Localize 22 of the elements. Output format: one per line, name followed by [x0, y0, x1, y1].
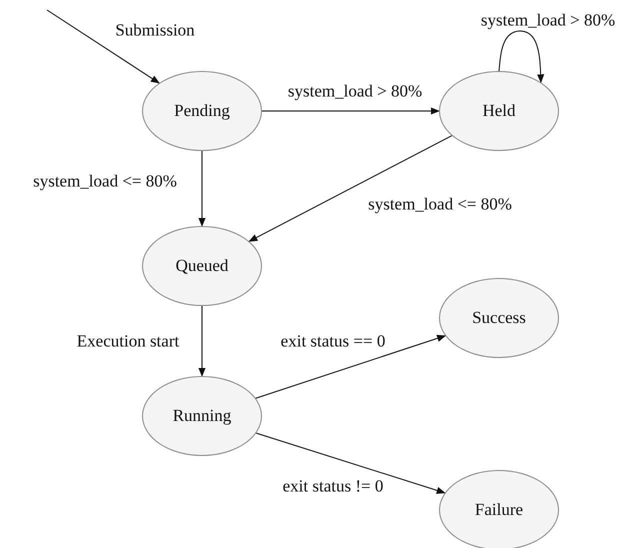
state-name: Failure [474, 500, 524, 520]
transition-arrow [198, 150, 206, 227]
transition-arrow [46, 10, 160, 84]
transition-arrow [256, 432, 446, 494]
edge-label: system_load <= 80% [33, 172, 177, 192]
edge-label: system_load > 80% [480, 12, 616, 30]
state-name: Pending [174, 101, 230, 121]
transition-arrow [198, 306, 206, 377]
transition-arrow [255, 334, 446, 399]
state-name: Success [472, 308, 526, 328]
edge-label: system_load <= 80% [368, 196, 512, 214]
state-name: Held [482, 101, 516, 121]
edge-label: Submission [115, 22, 195, 40]
edge-label: system_load > 80% [288, 82, 422, 102]
edge-label: Execution start [76, 332, 180, 352]
state-name: Queued [176, 256, 228, 276]
edge-label: exit status != 0 [282, 478, 384, 496]
edge-label: exit status == 0 [280, 332, 386, 352]
transition-arrow [262, 107, 440, 115]
transition-arrow [498, 30, 544, 84]
transition-arrow [248, 135, 452, 242]
state-name: Running [172, 406, 232, 426]
